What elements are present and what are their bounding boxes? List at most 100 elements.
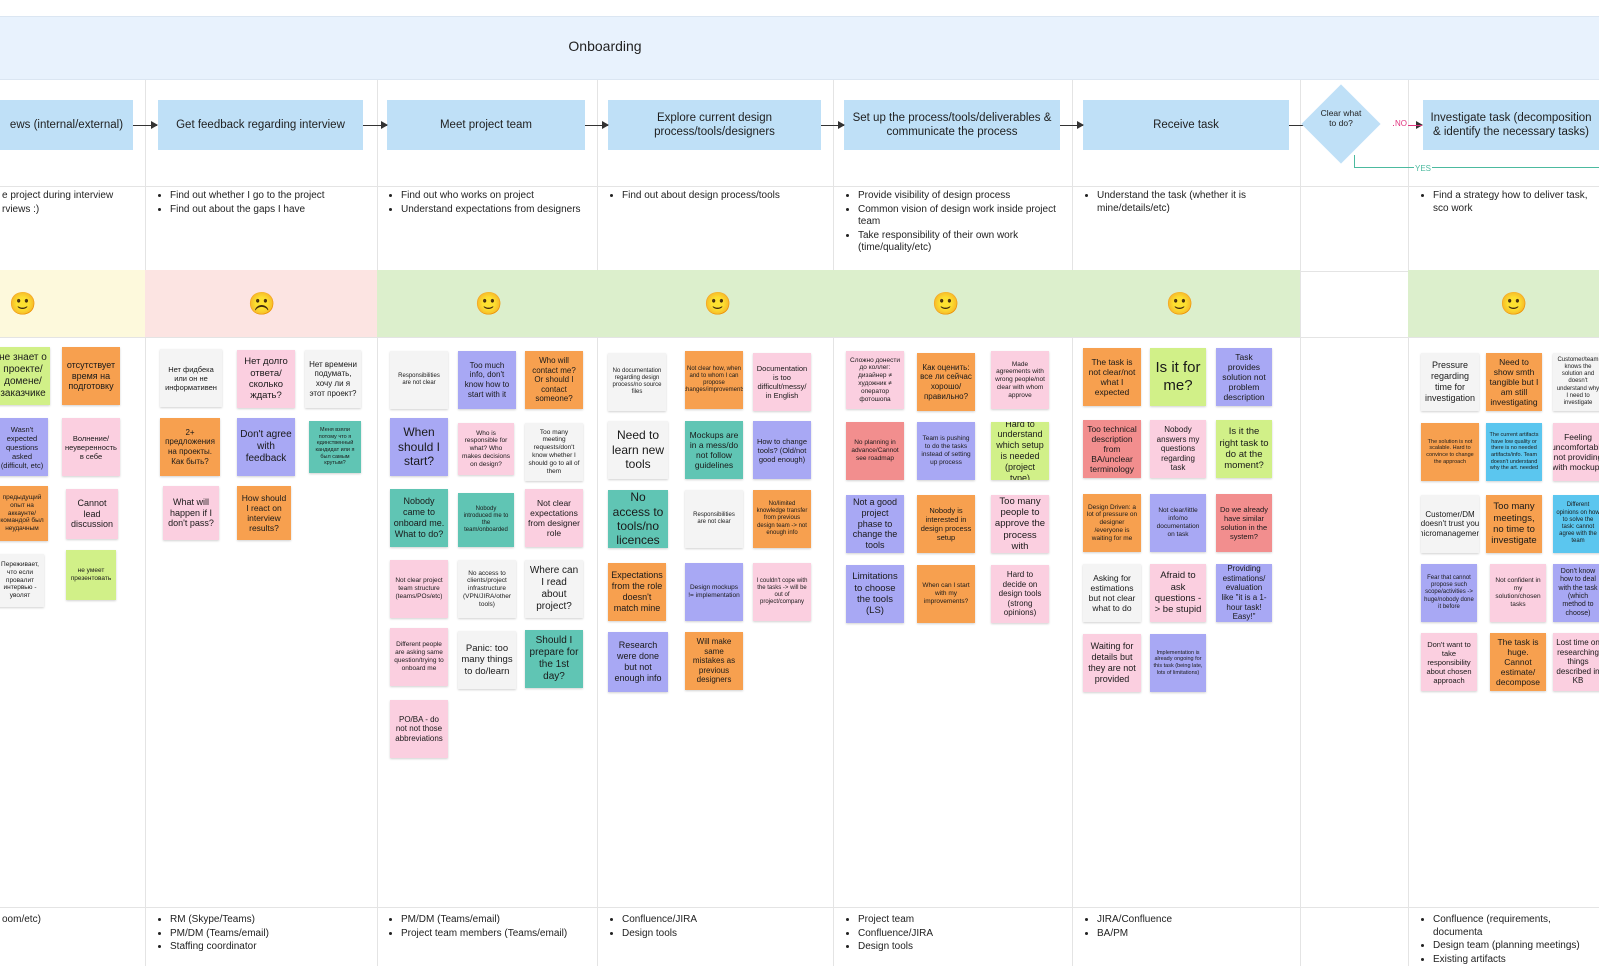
lane-divider: [377, 80, 378, 966]
goal-item: Find out about the gaps I have: [170, 204, 368, 217]
sticky-note: Don't know how to deal with the task (wh…: [1553, 564, 1599, 622]
lane-divider: [597, 80, 598, 966]
emotion-face-icon: 🙂: [704, 291, 732, 316]
channels-list: PM/DM (Teams/email)Project team members …: [389, 914, 594, 941]
goals-list: Provide visibility of design processComm…: [846, 190, 1061, 256]
lane-divider: [1408, 80, 1409, 966]
channels-list: Confluence (requirements, documentaDesig…: [1421, 914, 1599, 967]
sticky-note: Don't want to take responsibility about …: [1421, 633, 1477, 691]
goals-items: Find a strategy how to deliver task, sco…: [1421, 190, 1599, 215]
emotion-band: [145, 270, 377, 337]
lane-divider: [1072, 80, 1073, 966]
sticky-note: Panic: too many things to do/learn: [458, 631, 516, 689]
sticky-note: Is it the right task to do at the moment…: [1216, 420, 1272, 478]
sticky-note: не знает о проекте/ домене/ заказчике: [0, 347, 50, 405]
row-divider: [0, 337, 1599, 338]
sticky-note: отсутствует время на подготовку: [62, 347, 120, 405]
sticky-note: I couldn't cope with the tasks -> will b…: [753, 563, 811, 621]
sticky-note: Переживает, что если провалит интервью -…: [0, 554, 44, 607]
goals-items: Find out whether I go to the projectFind…: [158, 190, 368, 216]
channel-item: Confluence/JIRA: [858, 928, 1061, 941]
lane-divider: [1300, 80, 1301, 966]
sticky-note: Нет фидбека или он не информативен: [160, 349, 222, 407]
row-divider: [0, 907, 1599, 908]
sticky-note: Too many meeting requests/don't know whe…: [525, 423, 583, 481]
goal-item: Take responsibility of their own work (t…: [858, 230, 1061, 255]
sticky-note: Wasn't expected questions asked (difficu…: [0, 418, 48, 476]
sticky-note: Made agreements with wrong people/not cl…: [991, 351, 1049, 409]
channel-items: RM (Skype/Teams)PM/DM (Teams/email)Staff…: [158, 914, 368, 954]
sticky-note: Pressure regarding time for investigatio…: [1421, 353, 1479, 411]
goal-item: Understand the task (whether it is mine/…: [1097, 190, 1285, 215]
sticky-note: When can I start with my improvements?: [917, 565, 975, 623]
sticky-note: Too technical description from BA/unclea…: [1083, 420, 1141, 478]
goal-item: e project during interview: [2, 190, 114, 201]
sticky-note: Cannot lead discussion: [66, 489, 118, 539]
flow-arrow: [821, 121, 845, 129]
sticky-note: Not a good project phase to change the t…: [846, 495, 904, 553]
channel-item: BA/PM: [1097, 928, 1285, 941]
sticky-note: Need to learn new tools: [608, 421, 668, 479]
sticky-note: Providing estimations/ evaluation like "…: [1216, 564, 1272, 622]
sticky-note: Responsibilities are not clear: [390, 351, 448, 409]
sticky-note: Как оценить: все ли сейчас хорошо/ прави…: [917, 353, 975, 411]
sticky-note: No documentation regarding design proces…: [608, 353, 666, 411]
sticky-note: Nobody introduced me to the team/onboard…: [458, 493, 514, 547]
sticky-note: Нет времени подумать, хочу ли я этот про…: [305, 350, 361, 408]
emotion-band: [0, 270, 145, 337]
channel-item: Confluence/JIRA: [622, 914, 825, 927]
channels-list: oom/etc): [0, 914, 125, 928]
sticky-note: The current artifacts have low quality o…: [1486, 423, 1542, 481]
sticky-note: Is it for me?: [1150, 348, 1206, 406]
channel-item: Existing artifacts: [1433, 954, 1599, 967]
sticky-note: Not clear project team structure (teams/…: [390, 560, 448, 618]
channel-items: Project teamConfluence/JIRADesign tools: [846, 914, 1061, 954]
sticky-note: Fear that cannot propose such scope/acti…: [1421, 564, 1477, 622]
decision-no-label: NO: [1394, 119, 1408, 128]
sticky-note: Not clear expectations from designer rol…: [525, 489, 583, 547]
sticky-note: No access to clients/project infrastruct…: [458, 560, 516, 618]
sticky-note: The task is huge. Cannot estimate/ decom…: [1490, 633, 1546, 691]
sticky-note: Nobody came to onboard me. What to do?: [390, 489, 448, 547]
decision-label: Clear what to do?: [1320, 108, 1362, 128]
sticky-note: Limitations to choose the tools (LS): [846, 565, 904, 623]
phase-band: [0, 16, 1599, 80]
sticky-note: Waiting for details but they are not pro…: [1083, 634, 1141, 692]
sticky-note: Сложно донести до коллег: дизайнер ≠ худ…: [846, 351, 904, 409]
sticky-note: Too many people to approve the process w…: [991, 495, 1049, 553]
sticky-note: Research were done but not enough info: [608, 632, 668, 692]
goals-list: Find out who works on projectUnderstand …: [389, 190, 594, 217]
emotion-face-icon: 🙂: [1166, 291, 1194, 316]
sticky-note: Design mockups != implementation: [685, 563, 743, 621]
sticky-note: не умеет презентовать: [66, 550, 116, 600]
sticky-note: Design Driven: a lot of pressure on desi…: [1083, 494, 1141, 552]
channel-item: PM/DM (Teams/email): [170, 928, 368, 941]
emotion-band: [1408, 270, 1599, 337]
goal-item: Provide visibility of design process: [858, 190, 1061, 203]
channel-item: Project team members (Teams/email): [401, 928, 594, 941]
flow-arrow: [363, 121, 388, 129]
sticky-note: Will make same mistakes as previous desi…: [685, 632, 743, 690]
emotion-face-icon: 🙂: [1500, 291, 1528, 316]
goal-item: Find a strategy how to deliver task, sco…: [1433, 190, 1599, 215]
channel-item: oom/etc): [2, 914, 41, 925]
sticky-note: No planning in advance/Cannot see roadma…: [846, 422, 904, 480]
sticky-note: Team is pushing to do the tasks instead …: [917, 422, 975, 480]
sticky-note: Do we already have similar solution in t…: [1216, 494, 1272, 552]
sticky-note: Too much info, don't know how to start w…: [458, 351, 516, 409]
row-divider: [0, 186, 1599, 187]
journey-step: Get feedback regarding interview: [158, 100, 363, 150]
channels-list: JIRA/ConfluenceBA/PM: [1085, 914, 1285, 941]
sticky-note: Documentation is too difficult/messy/ in…: [753, 353, 811, 411]
journey-step: Meet project team: [387, 100, 585, 150]
goals-list: Understand the task (whether it is mine/…: [1085, 190, 1285, 216]
channel-item: Confluence (requirements, documenta: [1433, 914, 1599, 939]
channel-item: Staffing coordinator: [170, 941, 368, 954]
sticky-note: Expectations from the role doesn't match…: [608, 563, 666, 621]
journey-step: Set up the process/tools/deliverables & …: [844, 100, 1060, 150]
emotion-face-icon: 🙂: [9, 291, 37, 316]
sticky-note: Not clear how, when and to whom I can pr…: [685, 351, 743, 409]
sticky-note: Нет долго ответа/ сколько ждать?: [237, 350, 295, 408]
sticky-note: 2+ предложения на проекты. Как быть?: [160, 418, 220, 476]
